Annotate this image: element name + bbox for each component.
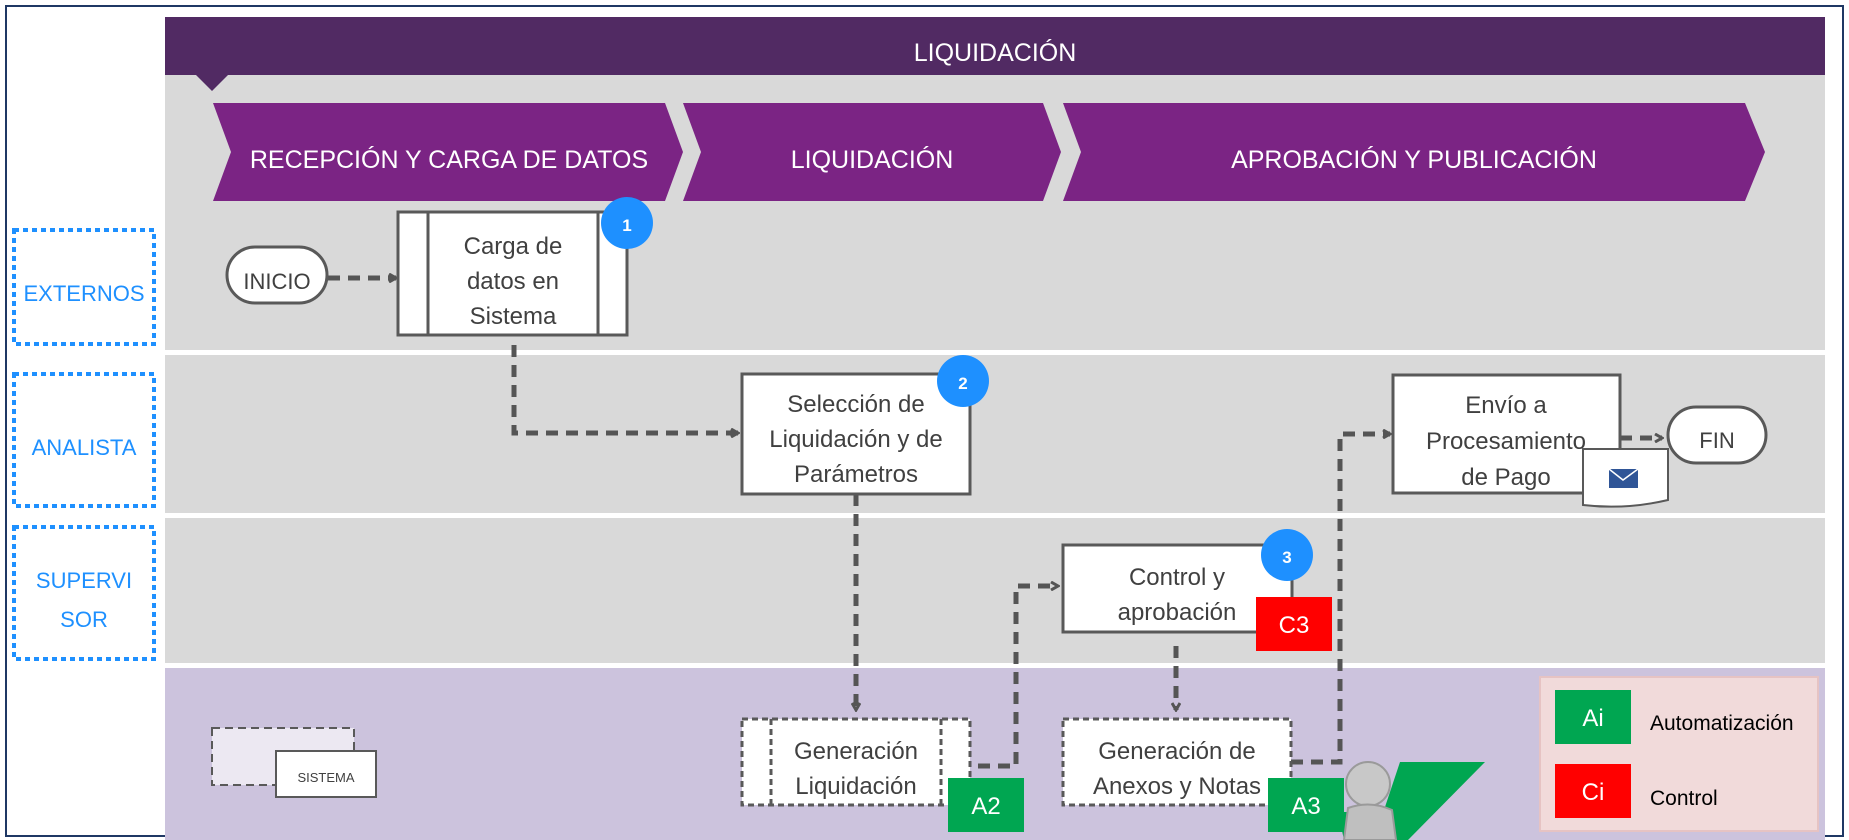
generacion-liquidacion-box <box>740 717 972 807</box>
envio-line2: Procesamiento <box>1426 428 1586 455</box>
envio-line1: Envío a <box>1465 392 1547 419</box>
lane-supervisor-bg <box>165 518 1825 663</box>
control-line2: aprobación <box>1118 599 1237 626</box>
page-title: LIQUIDACIÓN <box>914 38 1077 67</box>
auto-tag-a3 <box>1268 778 1344 832</box>
phase-chevron-3 <box>1063 103 1765 201</box>
phase-label-1: RECEPCIÓN Y CARGA DE DATOS <box>250 145 648 174</box>
connector-generacion-control <box>978 586 1058 769</box>
legend-control-label: Control <box>1650 787 1718 810</box>
connector-anexos-envio <box>1291 434 1390 765</box>
generacion-anexos-box <box>1061 717 1293 807</box>
control-tag-c3-label: C3 <box>1279 612 1310 639</box>
phase-chevron-1 <box>213 103 683 201</box>
step-badge-3 <box>1261 529 1313 581</box>
step-badge-3-label: 3 <box>1282 548 1291 567</box>
step-badge-1-label: 1 <box>622 216 631 235</box>
lane-label-box-supervisor <box>12 525 156 661</box>
seleccion-line1: Selección de <box>787 391 924 418</box>
legend-auto-label: Automatización <box>1650 712 1794 735</box>
control-line1: Control y <box>1129 564 1225 591</box>
lane-label-box-analista <box>12 372 156 508</box>
header-notch <box>196 75 228 91</box>
legend-control-tag: Ci <box>1582 779 1605 806</box>
step-badge-2-label: 2 <box>958 374 967 393</box>
phase-label-3: APROBACIÓN Y PUBLICACIÓN <box>1231 145 1597 174</box>
lane-label-box-externos <box>12 228 156 346</box>
legend-auto-swatch <box>1555 690 1631 744</box>
auto-tag-a2 <box>948 778 1024 832</box>
lane-label-supervisor-line2: SOR <box>60 607 108 632</box>
connector-carga-seleccion <box>511 345 738 433</box>
header-bar <box>165 17 1825 75</box>
envio-line3: de Pago <box>1461 464 1550 491</box>
generacion-anexos-line1: Generación de <box>1098 738 1255 765</box>
connectors <box>328 278 1662 769</box>
carga-datos-box <box>396 210 629 337</box>
carga-datos-line2: datos en <box>467 268 559 295</box>
fin-label: FIN <box>1699 428 1734 453</box>
phase-chevron-2 <box>683 103 1061 201</box>
step-badge-1 <box>601 197 653 249</box>
step-badge-2 <box>937 355 989 407</box>
seleccion-line3: Parámetros <box>794 461 918 488</box>
legend-auto-tag: Ai <box>1582 705 1603 732</box>
seleccion-box <box>740 372 972 496</box>
person-check-icon <box>1338 761 1485 840</box>
fin-terminator <box>1666 405 1768 465</box>
control-tag-c3 <box>1256 597 1332 651</box>
seleccion-line2: Liquidación y de <box>769 426 942 453</box>
generacion-liquidacion-line2: Liquidación <box>795 773 916 800</box>
mail-icon <box>1608 468 1639 488</box>
lane-label-externos: EXTERNOS <box>23 281 144 306</box>
generacion-liquidacion-line1: Generación <box>794 738 918 765</box>
carga-datos-line1: Carga de <box>464 233 563 260</box>
auto-tag-a3-label: A3 <box>1291 793 1320 820</box>
legend-control-swatch <box>1555 764 1631 818</box>
inicio-label: INICIO <box>243 269 310 294</box>
auto-tag-a2-label: A2 <box>971 793 1000 820</box>
control-box <box>1061 543 1294 634</box>
carga-datos-line3: Sistema <box>470 303 557 330</box>
lane-label-analista: ANALISTA <box>32 435 137 460</box>
phase-label-2: LIQUIDACIÓN <box>791 145 954 174</box>
sistema-shape <box>275 750 377 798</box>
lane-label-supervisor-line1: SUPERVI <box>36 568 132 593</box>
inicio-terminator <box>225 245 329 305</box>
generacion-anexos-line2: Anexos y Notas <box>1093 773 1261 800</box>
sistema-label: SISTEMA <box>297 770 354 785</box>
